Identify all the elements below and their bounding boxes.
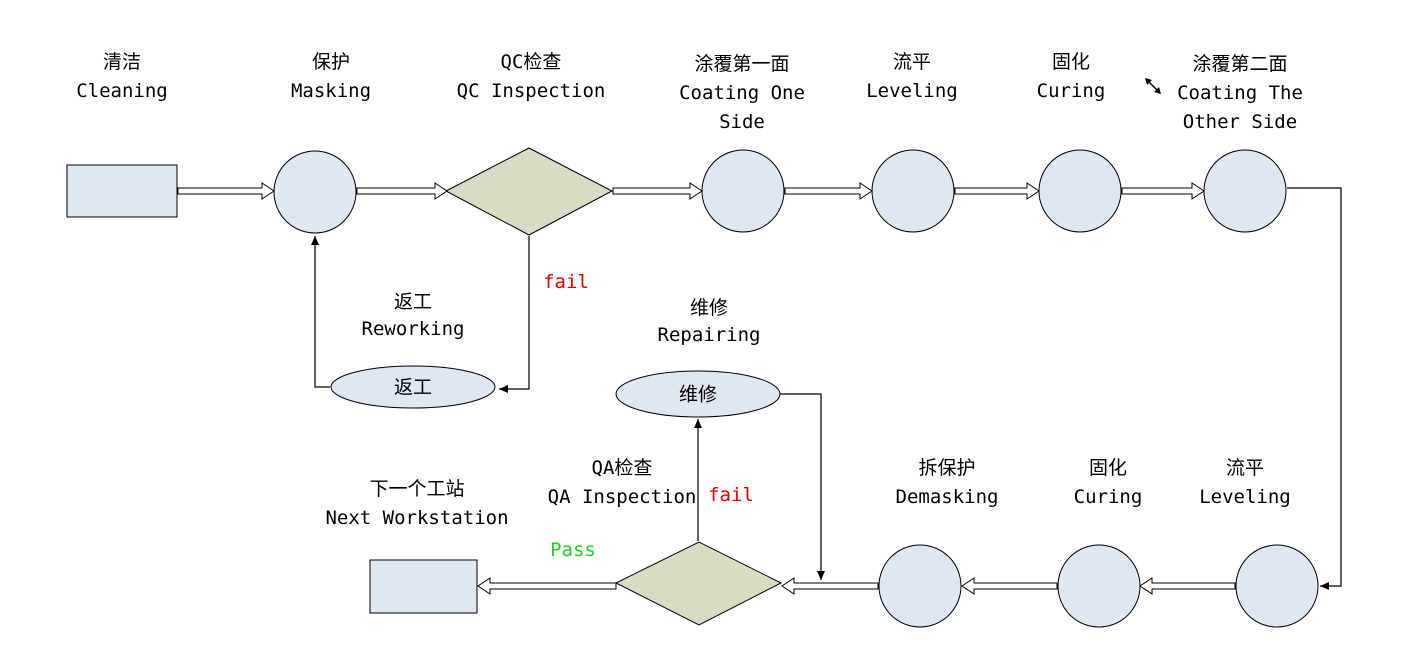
- arrow-cleaning-to-masking: [177, 182, 275, 200]
- masking-label-zh: 保护: [312, 51, 350, 73]
- arrow-leveling-to-curing: [954, 182, 1040, 200]
- demasking-label-zh: 拆保护: [918, 457, 975, 479]
- arrow-coating-to-leveling: [784, 182, 873, 200]
- arrow-curing-to-coating-other: [1121, 182, 1205, 200]
- qa-inspection-diamond: [614, 541, 783, 626]
- curing-label-zh: 固化: [1052, 51, 1090, 73]
- coating-one-label-en1: Coating One: [679, 82, 805, 104]
- leveling-node: [871, 149, 955, 233]
- bottom-curing-label-en: Curing: [1074, 486, 1143, 508]
- arrow-qc-to-coating: [612, 182, 703, 200]
- arrow-curing-to-demasking: [961, 577, 1058, 595]
- arrow-demasking-to-qa: [781, 577, 879, 595]
- rework-label-zh: 返工: [394, 291, 432, 313]
- qa-label-zh: QA检查: [592, 457, 653, 479]
- cleaning-label-zh: 清洁: [103, 51, 141, 73]
- bottom-curing-label-zh: 固化: [1089, 457, 1127, 479]
- bottom-leveling-label-zh: 流平: [1226, 457, 1264, 479]
- coating-other-label-zh: 涂覆第二面: [1192, 53, 1287, 75]
- masking-label-en: Masking: [291, 80, 371, 102]
- rework-to-masking-connector: [311, 236, 330, 388]
- curing-label-en: Curing: [1037, 80, 1106, 102]
- next-workstation-box: [369, 559, 478, 614]
- double-headed-arrow-icon: [1145, 78, 1161, 94]
- cleaning-label-en: Cleaning: [76, 80, 168, 102]
- repair-label-en: Repairing: [658, 324, 761, 346]
- next-workstation-label-en: Next Workstation: [325, 507, 508, 529]
- curing-node: [1038, 149, 1122, 233]
- qa-pass-label: Pass: [550, 539, 596, 561]
- arrow-masking-to-qc: [356, 182, 448, 200]
- rework-label-en: Reworking: [362, 318, 465, 340]
- leveling-label-zh: 流平: [893, 51, 931, 73]
- coating-other-label-en1: Coating The: [1177, 82, 1303, 104]
- rework-node: [330, 365, 496, 409]
- qc-label-en: QC Inspection: [457, 80, 606, 102]
- repair-node-label: 维修: [679, 384, 717, 406]
- repair-label-zh: 维修: [690, 297, 728, 319]
- coating-other-side-node: [1203, 149, 1287, 233]
- demasking-node: [878, 544, 962, 628]
- qa-fail-label: fail: [708, 484, 754, 506]
- coating-other-to-leveling-connector: [1287, 187, 1342, 590]
- bottom-leveling-node: [1235, 544, 1319, 628]
- coating-one-side-node: [701, 149, 785, 233]
- coating-one-label-zh: 涂覆第一面: [694, 53, 789, 75]
- bottom-leveling-label-en: Leveling: [1199, 486, 1291, 508]
- leveling-label-en: Leveling: [866, 80, 958, 102]
- qa-label-en: QA Inspection: [548, 486, 697, 508]
- coating-one-label-en2: Side: [719, 111, 765, 133]
- bottom-curing-node: [1057, 544, 1141, 628]
- qc-inspection-diamond: [444, 147, 614, 236]
- arrow-leveling-to-curing-bottom: [1139, 577, 1236, 595]
- start-box: [66, 164, 178, 218]
- rework-node-label: 返工: [394, 377, 432, 399]
- coating-other-label-en2: Other Side: [1183, 111, 1297, 133]
- next-workstation-label-zh: 下一个工站: [369, 478, 464, 500]
- qc-label-zh: QC检查: [501, 51, 562, 73]
- demasking-label-en: Demasking: [896, 486, 999, 508]
- arrow-qa-to-next: [477, 577, 617, 595]
- repair-to-qa-connector: [780, 393, 825, 580]
- qc-fail-label: fail: [543, 271, 589, 293]
- qc-fail-connector: [499, 236, 530, 393]
- masking-node: [273, 150, 357, 234]
